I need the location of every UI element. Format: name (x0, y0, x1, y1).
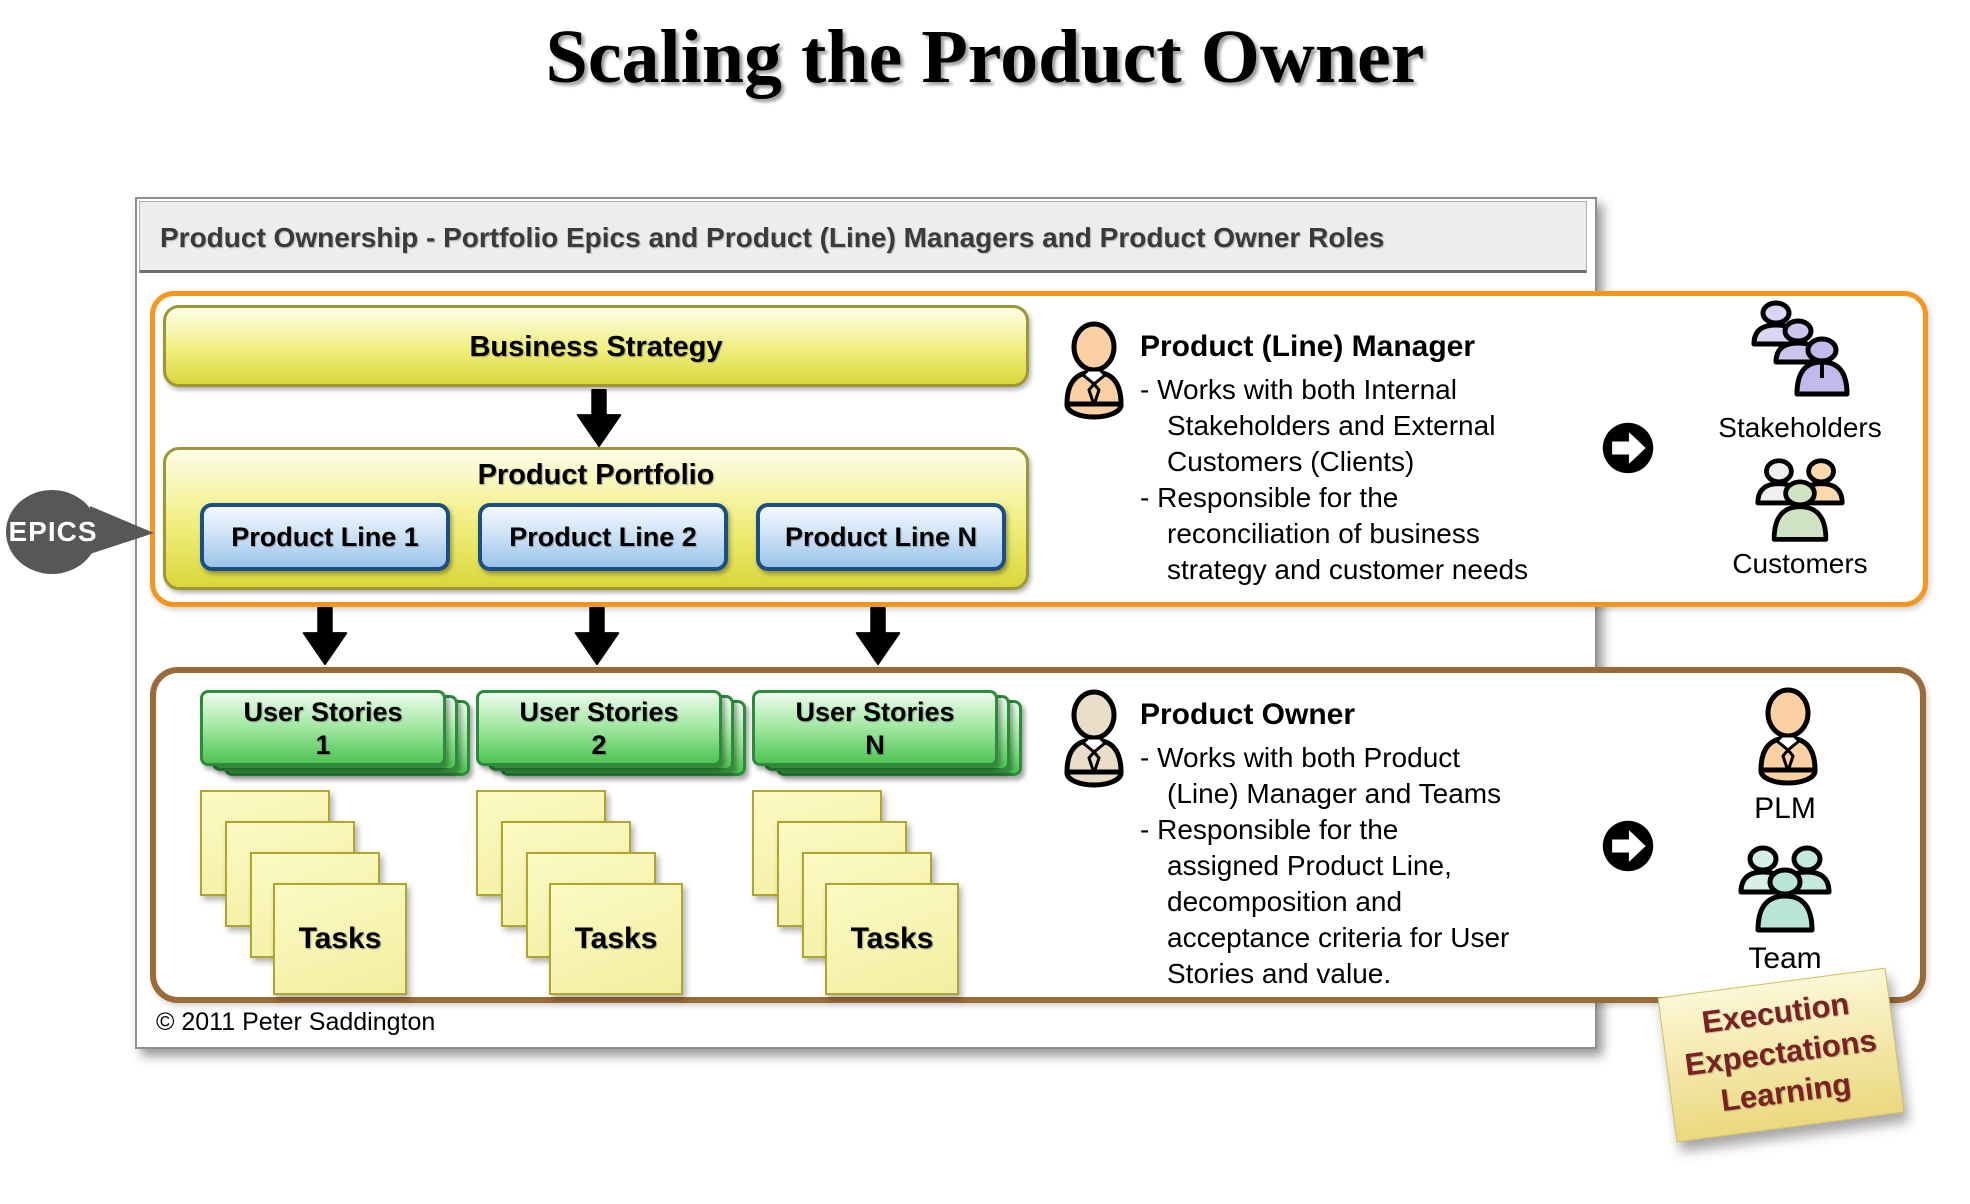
product-owner-heading: Product Owner (1140, 698, 1356, 731)
stakeholders-label: Stakeholders (1718, 412, 1882, 443)
user-stories-1-card: User Stories 1 (200, 690, 446, 766)
bullet-line: reconciliation of business (1167, 518, 1480, 549)
tasks-note-front: Tasks (273, 883, 407, 995)
epics-bubble-icon (6, 490, 154, 574)
user-stories-number: N (865, 730, 885, 760)
bullet-line: assigned Product Line, (1167, 850, 1452, 881)
panel-header: Product Ownership - Portfolio Epics and … (139, 201, 1587, 273)
epics-callout: EPICS (4, 486, 156, 578)
user-stories-number: 1 (315, 730, 331, 760)
bullet-line: (Line) Manager and Teams (1167, 778, 1502, 809)
down-arrow-icon (302, 607, 348, 665)
user-stories-label: User Stories (795, 697, 955, 727)
user-stories-label: User Stories (519, 697, 679, 727)
tasks-stack-1: Tasks (200, 790, 415, 1005)
bullet-line: - Works with both Internal (1140, 374, 1457, 405)
business-strategy-box: Business Strategy (163, 305, 1029, 387)
tasks-stack-n: Tasks (752, 790, 967, 1005)
plm-label: PLM (1754, 792, 1816, 825)
product-owner-description: - Works with both Product (Line) Manager… (1140, 740, 1580, 992)
bullet-line: - Responsible for the (1140, 482, 1399, 513)
product-portfolio-label: Product Portfolio (477, 459, 715, 491)
team-label: Team (1748, 942, 1822, 975)
tasks-note-front: Tasks (825, 883, 959, 995)
arrow-right-icon (1600, 420, 1656, 476)
epics-label: EPICS (8, 516, 98, 547)
product-line-manager-heading: Product (Line) Manager (1140, 330, 1476, 363)
bullet-line: strategy and customer needs (1167, 554, 1529, 585)
execution-sticky-note: Execution Expectations Learning (1657, 967, 1905, 1143)
product-owner-icon (1056, 688, 1132, 788)
tasks-note-front: Tasks (549, 883, 683, 995)
user-stories-n-card: User Stories N (752, 690, 998, 766)
stakeholders-icon (1742, 298, 1854, 402)
page-title: Scaling the Product Owner (545, 15, 1425, 99)
user-stories-label: User Stories (243, 697, 403, 727)
arrow-right-icon (1600, 818, 1656, 874)
user-stories-2-stack: User Stories 2 (476, 690, 756, 790)
bullet-line: Stories and value. (1167, 958, 1392, 989)
copyright-text: © 2011 Peter Saddington (156, 1008, 436, 1036)
product-line-2-box: Product Line 2 (478, 503, 728, 571)
bullet-line: Stakeholders and External (1167, 410, 1496, 441)
user-stories-2-card: User Stories 2 (476, 690, 722, 766)
customers-label: Customers (1732, 548, 1868, 579)
bullet-line: decomposition and (1167, 886, 1403, 917)
user-stories-1-stack: User Stories 1 (200, 690, 480, 790)
bullet-line: - Responsible for the (1140, 814, 1399, 845)
bullet-line: acceptance criteria for User (1167, 922, 1510, 953)
plm-icon (1750, 686, 1826, 786)
product-line-manager-description: - Works with both Internal Stakeholders … (1140, 372, 1580, 588)
bullet-line: - Works with both Product (1140, 742, 1461, 773)
user-stories-number: 2 (591, 730, 607, 760)
product-line-1-box: Product Line 1 (200, 503, 450, 571)
down-arrow-icon (855, 607, 901, 665)
down-arrow-icon (576, 389, 622, 447)
tasks-stack-2: Tasks (476, 790, 691, 1005)
product-line-manager-icon (1056, 320, 1132, 420)
customers-icon (1750, 455, 1850, 547)
down-arrow-icon (574, 607, 620, 665)
bullet-line: Customers (Clients) (1167, 446, 1415, 477)
team-icon (1732, 842, 1838, 938)
product-line-n-box: Product Line N (756, 503, 1006, 571)
user-stories-n-stack: User Stories N (752, 690, 1032, 790)
